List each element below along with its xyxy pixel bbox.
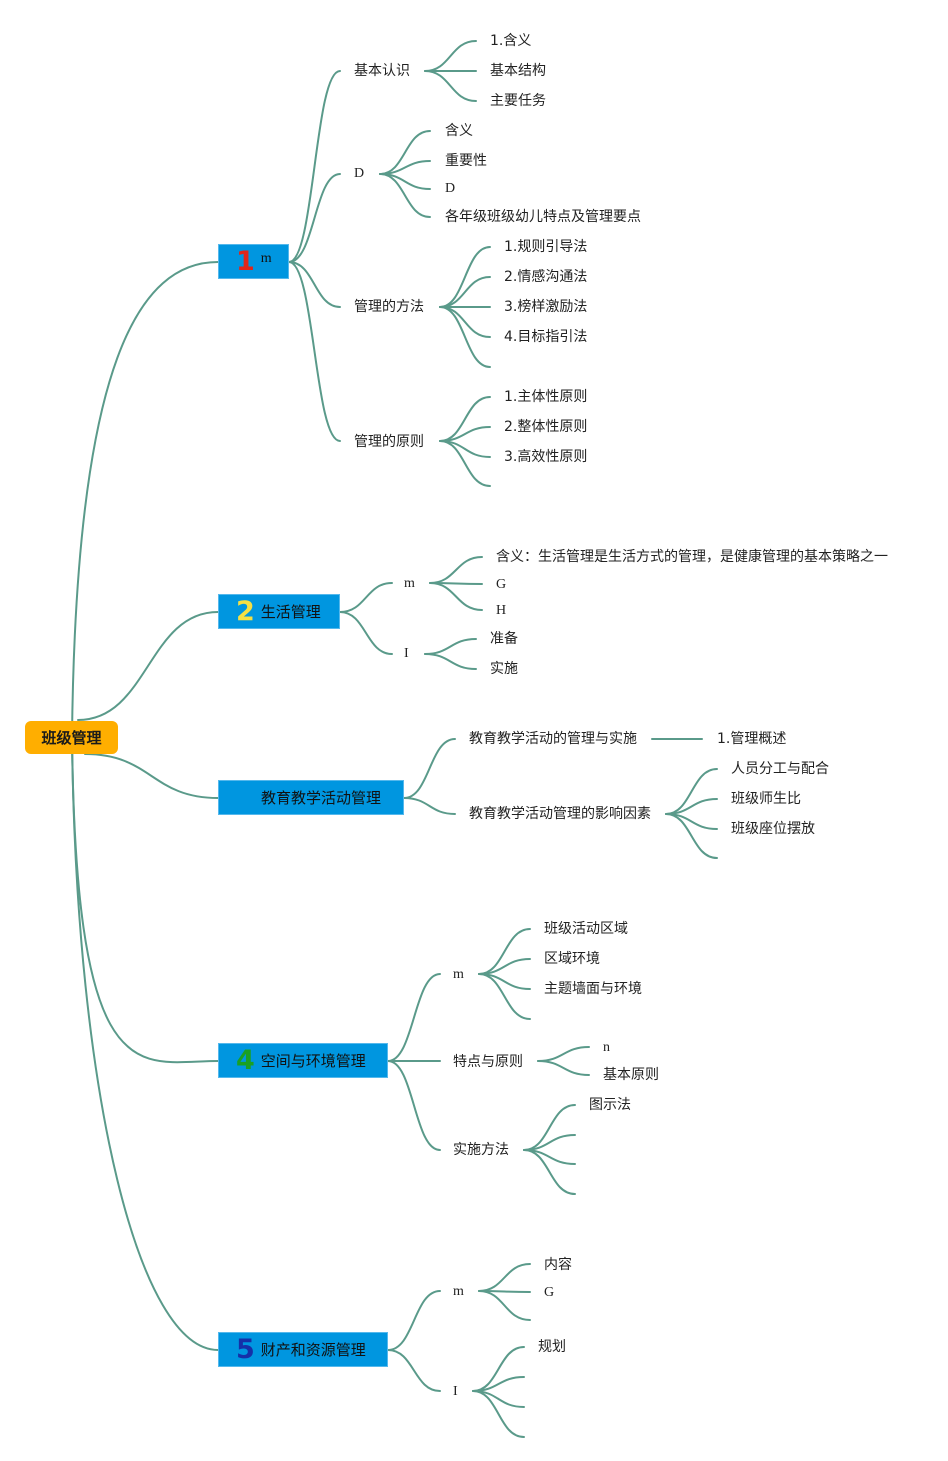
edge-b4-impl-4 <box>523 1149 576 1195</box>
leaf-basic-1[interactable]: 1.含义 <box>490 33 532 49</box>
branch-2-node[interactable]: 2 生活管理 <box>218 594 340 629</box>
edge-b1-basic-1 <box>424 40 477 72</box>
edge-b4-features-1 <box>537 1046 590 1062</box>
branch-1-number: 1 <box>236 246 255 277</box>
topic-basic-understanding[interactable]: 基本认识 <box>354 63 410 79</box>
edge-b3-factors-4 <box>665 813 718 859</box>
edge-b1-d-4 <box>379 173 431 218</box>
edge-b1-principles-4 <box>439 440 491 487</box>
edge-b2-i-1 <box>424 638 477 655</box>
edge-b1-4 <box>288 261 341 442</box>
edge-b1-methods-2 <box>439 276 491 308</box>
edge-b4-1 <box>387 973 441 1062</box>
edge-b5-2 <box>387 1349 441 1392</box>
leaf-b2-m-2[interactable]: G <box>496 577 507 592</box>
leaf-b2-m-1[interactable]: 含义：生活管理是生活方式的管理，是健康管理的基本策略之一 <box>496 549 888 565</box>
leaf-methods-4[interactable]: 4.目标指引法 <box>504 329 588 345</box>
edge-b1-2 <box>288 173 341 263</box>
topic-b2-i[interactable]: I <box>404 646 409 661</box>
edge-b4-m-4 <box>478 973 531 1020</box>
edge-b4-features-2 <box>537 1060 590 1076</box>
leaf-principles-2[interactable]: 2.整体性原则 <box>504 419 588 435</box>
topic-d[interactable]: D <box>354 166 365 181</box>
edge-b4-3 <box>387 1060 441 1151</box>
edge-b1-3 <box>288 261 341 308</box>
edge-b2-2 <box>339 611 393 655</box>
leaf-basic-2[interactable]: 基本结构 <box>490 63 546 79</box>
branch-1-label: m <box>260 250 272 266</box>
topic-b3-factors[interactable]: 教育教学活动管理的影响因素 <box>469 806 651 822</box>
topic-b4-implementation[interactable]: 实施方法 <box>453 1142 509 1158</box>
topic-b4-m[interactable]: m <box>453 967 464 982</box>
edge-b2-1 <box>339 582 393 613</box>
edge-b1-basic-3 <box>424 70 477 102</box>
edge-b2-i-2 <box>424 653 477 670</box>
topic-b4-features[interactable]: 特点与原则 <box>453 1054 523 1070</box>
edge-b1-methods-1 <box>439 246 491 308</box>
leaf-d-2[interactable]: 重要性 <box>445 153 487 169</box>
leaf-b4-features-1[interactable]: n <box>603 1040 610 1055</box>
edge-root-b4 <box>71 736 219 1064</box>
branch-1-node[interactable]: 1 m <box>218 244 289 279</box>
leaf-b5-m-2[interactable]: G <box>544 1285 555 1300</box>
edge-root-b3 <box>84 753 219 799</box>
branch-5-number: 5 <box>236 1334 255 1365</box>
edge-b3-2 <box>403 797 456 815</box>
leaf-b3-mgmt-1[interactable]: 1.管理概述 <box>717 731 787 747</box>
branch-3-label: 教育教学活动管理 <box>261 789 382 807</box>
root-node[interactable]: 班级管理 <box>25 721 118 754</box>
edge-b1-1 <box>288 70 341 263</box>
leaf-b4-m-1[interactable]: 班级活动区域 <box>544 921 628 937</box>
leaf-methods-2[interactable]: 2.情感沟通法 <box>504 269 588 285</box>
leaf-b4-m-3[interactable]: 主题墙面与环境 <box>544 981 642 997</box>
leaf-principles-1[interactable]: 1.主体性原则 <box>504 389 588 405</box>
leaf-b5-m-1[interactable]: 内容 <box>544 1257 572 1273</box>
edge-b5-1 <box>387 1290 441 1351</box>
topic-b2-m[interactable]: m <box>404 576 415 591</box>
branch-2-label: 生活管理 <box>260 603 321 621</box>
branch-4-node[interactable]: 4 空间与环境管理 <box>218 1043 388 1078</box>
topic-principles[interactable]: 管理的原则 <box>354 434 424 450</box>
leaf-b2-i-2[interactable]: 实施 <box>490 661 518 677</box>
leaf-b3-factors-1[interactable]: 人员分工与配合 <box>731 761 829 777</box>
leaf-b3-factors-3[interactable]: 班级座位摆放 <box>731 821 815 837</box>
topic-b5-m[interactable]: m <box>453 1284 464 1299</box>
topic-methods[interactable]: 管理的方法 <box>354 299 424 315</box>
edge-b2-m-1 <box>429 556 483 584</box>
edge-root-b5 <box>71 736 219 1351</box>
branch-2-number: 2 <box>236 596 255 627</box>
leaf-b2-i-1[interactable]: 准备 <box>490 631 518 647</box>
branch-4-label: 空间与环境管理 <box>260 1052 366 1070</box>
leaf-methods-1[interactable]: 1.规则引导法 <box>504 239 588 255</box>
leaf-d-3[interactable]: D <box>445 181 456 196</box>
topic-b5-i[interactable]: I <box>453 1384 458 1399</box>
leaf-basic-3[interactable]: 主要任务 <box>490 93 546 109</box>
leaf-principles-3[interactable]: 3.高效性原则 <box>504 449 588 465</box>
edge-b5-m-3 <box>478 1290 531 1321</box>
edge-b5-i-4 <box>472 1390 525 1438</box>
leaf-b4-features-2[interactable]: 基本原则 <box>603 1067 659 1083</box>
branch-5-node[interactable]: 5 财产和资源管理 <box>218 1332 388 1367</box>
topic-b3-management[interactable]: 教育教学活动的管理与实施 <box>469 731 637 747</box>
leaf-b4-m-2[interactable]: 区域环境 <box>544 951 600 967</box>
branch-3-node[interactable]: 教育教学活动管理 <box>218 780 404 815</box>
branch-5-label: 财产和资源管理 <box>260 1341 366 1359</box>
edge-root-b2 <box>77 611 219 721</box>
leaf-b2-m-3[interactable]: H <box>496 603 507 618</box>
leaf-b5-i-1[interactable]: 规划 <box>538 1339 566 1355</box>
leaf-methods-3[interactable]: 3.榜样激励法 <box>504 299 588 315</box>
leaf-b4-impl-1[interactable]: 图示法 <box>589 1097 631 1113</box>
branch-4-number: 4 <box>236 1045 255 1076</box>
edge-b1-methods-5 <box>439 306 491 368</box>
edge-b3-1 <box>403 738 456 799</box>
edge-root-b1 <box>71 261 219 738</box>
edge-b2-m-3 <box>429 582 483 611</box>
edge-b1-methods-4 <box>439 306 491 338</box>
leaf-b3-factors-2[interactable]: 班级师生比 <box>731 791 801 807</box>
leaf-d-4[interactable]: 各年级班级幼儿特点及管理要点 <box>445 209 641 225</box>
edge-b5-m-1 <box>478 1263 531 1292</box>
leaf-d-1[interactable]: 含义 <box>445 123 473 139</box>
